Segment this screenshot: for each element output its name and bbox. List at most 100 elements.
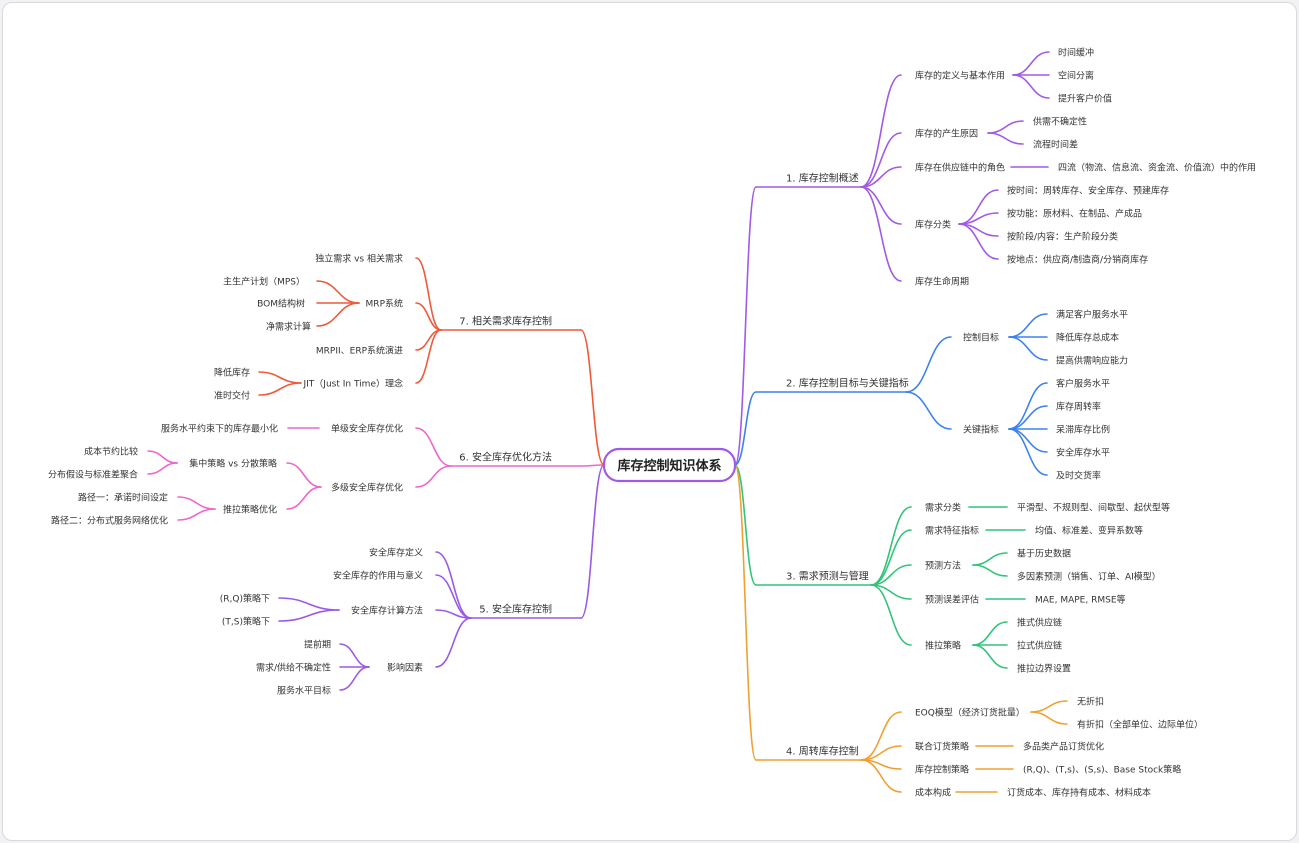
- edge-branch-2-child-1: [905, 336, 952, 393]
- branch-3-child-5-leaf-1[interactable]: 推式供应链: [1017, 617, 1062, 629]
- mindmap-edges: [147, 51, 1068, 793]
- branch-2-child-1-leaf-3[interactable]: 提高供需响应能力: [1056, 355, 1128, 367]
- branch-1-label[interactable]: 1. 库存控制概述: [786, 172, 859, 185]
- branch-2-child-1-label[interactable]: 控制目标: [963, 332, 999, 344]
- edge-branch-1-child-5: [860, 186, 902, 282]
- branch-5-label[interactable]: 5. 安全库存控制: [479, 603, 552, 616]
- branch-5-child-4-edge-3: [339, 666, 370, 691]
- branch-6-child-2-label[interactable]: 多级安全库存优化: [331, 482, 403, 494]
- branch-4-child-3-label[interactable]: 库存控制策略: [915, 764, 969, 776]
- branch-3-child-5-leaf-2[interactable]: 拉式供应链: [1017, 640, 1062, 652]
- branch-6-child-2-sub-1-leaf-2[interactable]: 分布假设与标准差聚合: [48, 469, 138, 481]
- branch-5-child-4-leaf-1[interactable]: 提前期: [304, 639, 331, 651]
- branch-1-child-4-leaf-4[interactable]: 按地点：供应商/制造商/分销商库存: [1007, 254, 1148, 266]
- branch-4-child-3-leaf-1[interactable]: (R,Q)、(T,s)、(S,s)、Base Stock策略: [1023, 764, 1181, 776]
- branch-5-child-3-label[interactable]: 安全库存计算方法: [351, 605, 423, 617]
- branch-3-child-3-label[interactable]: 预测方法: [925, 560, 961, 572]
- branch-6-child-2-sub-2-leaf-2[interactable]: 路径二：分布式服务网络优化: [51, 515, 168, 527]
- branch-2-label[interactable]: 2. 库存控制目标与关键指标: [786, 377, 909, 390]
- branch-1-child-4-leaf-3[interactable]: 按阶段/内容：生产阶段分类: [1007, 231, 1118, 243]
- branch-1-child-3-leaf-1[interactable]: 四流（物流、信息流、资金流、价值流）中的作用: [1058, 162, 1256, 174]
- branch-3-child-2-leaf-1[interactable]: 均值、标准差、变异系数等: [1035, 525, 1143, 537]
- branch-6-child-2-sub-1-edge: [286, 462, 322, 488]
- branch-2-child-2-leaf-1[interactable]: 客户服务水平: [1056, 378, 1110, 390]
- branch-1-child-4-leaf-1[interactable]: 按时间：周转库存、安全库存、预建库存: [1007, 185, 1169, 197]
- edge-branch-7-child-2: [415, 302, 442, 331]
- branch-2-child-2-leaf-4[interactable]: 安全库存水平: [1056, 447, 1110, 459]
- branch-2-child-2-leaf-3[interactable]: 呆滞库存比例: [1056, 424, 1110, 436]
- branch-6-child-2-sub-2-leaf-1[interactable]: 路径一：承诺时间设定: [78, 492, 168, 504]
- branch-3-child-5-leaf-3[interactable]: 推拉边界设置: [1017, 663, 1071, 675]
- branch-2-child-1-leaf-2[interactable]: 降低库存总成本: [1056, 332, 1119, 344]
- edge-center-branch-7: [580, 329, 605, 466]
- center-node-box[interactable]: [602, 447, 737, 483]
- branch-6-child-2-sub-2-label[interactable]: 推拉策略优化: [223, 504, 277, 516]
- branch-5-child-1-label[interactable]: 安全库存定义: [369, 547, 423, 559]
- branch-4-child-4-leaf-1[interactable]: 订货成本、库存持有成本、材料成本: [1007, 787, 1151, 799]
- branch-3-child-1-label[interactable]: 需求分类: [925, 502, 961, 514]
- branch-4-child-2-label[interactable]: 联合订货策略: [915, 741, 969, 753]
- branch-1-child-4-label[interactable]: 库存分类: [915, 219, 951, 231]
- branch-2-child-2-leaf-2[interactable]: 库存周转率: [1056, 401, 1101, 413]
- branch-7-child-4-label[interactable]: JIT（Just In Time）理念: [303, 378, 404, 390]
- branch-1-child-1-edge-3: [1012, 74, 1050, 99]
- branch-1-child-1-leaf-1[interactable]: 时间缓冲: [1058, 47, 1094, 59]
- branch-4-child-4-label[interactable]: 成本构成: [915, 787, 951, 799]
- branch-7-child-2-leaf-2[interactable]: BOM结构树: [257, 298, 305, 310]
- branch-3-child-3-edge-2: [972, 564, 1008, 577]
- branch-3-child-4-leaf-1[interactable]: MAE, MAPE, RMSE等: [1035, 594, 1126, 606]
- branch-6-child-2-sub-1-label[interactable]: 集中策略 vs 分散策略: [189, 458, 277, 470]
- branch-5-child-3-leaf-2[interactable]: (T,S)策略下: [222, 616, 270, 628]
- branch-5-child-4-leaf-2[interactable]: 需求/供给不确定性: [256, 662, 331, 674]
- branch-2-child-2-edge-2: [1008, 405, 1048, 430]
- branch-1-child-1-leaf-3[interactable]: 提升客户价值: [1058, 93, 1112, 105]
- branch-1-child-2-edge-2: [987, 132, 1024, 145]
- branch-4-child-1-leaf-2[interactable]: 有折扣（全部单位、边际单位）: [1077, 719, 1203, 731]
- branch-4-child-1-edge-2: [1030, 711, 1068, 725]
- branch-2-child-2-leaf-5[interactable]: 及时交货率: [1056, 470, 1101, 482]
- branch-1-child-4-leaf-2[interactable]: 按功能：原材料、在制品、产成品: [1007, 208, 1142, 220]
- branch-3-child-4-label[interactable]: 预测误差评估: [925, 594, 979, 606]
- branch-5-child-4-leaf-3[interactable]: 服务水平目标: [277, 685, 331, 697]
- branch-7-child-2-leaf-3[interactable]: 净需求计算: [266, 321, 311, 333]
- branch-1-child-5-label[interactable]: 库存生命周期: [915, 276, 969, 288]
- branch-3-label[interactable]: 3. 需求预测与管理: [786, 570, 869, 583]
- edge-center-branch-2: [734, 391, 757, 466]
- branch-4-child-1-label[interactable]: EOQ模型（经济订货批量）: [915, 707, 1025, 719]
- branch-7-child-4-leaf-1[interactable]: 降低库存: [214, 367, 250, 379]
- branch-6-child-1-label[interactable]: 单级安全库存优化: [331, 423, 403, 435]
- branch-5-child-2-label[interactable]: 安全库存的作用与意义: [333, 570, 423, 582]
- branch-3-child-3-leaf-2[interactable]: 多因素预测（销售、订单、AI模型）: [1017, 571, 1161, 583]
- branch-5-child-4-label[interactable]: 影响因素: [387, 662, 423, 674]
- edge-center-branch-6: [580, 464, 605, 467]
- branch-1-child-3-label[interactable]: 库存在供应链中的角色: [915, 162, 1005, 174]
- branch-7-child-3-label[interactable]: MRPII、ERP系统演进: [316, 345, 403, 357]
- branch-5-child-3-leaf-1[interactable]: (R,Q)策略下: [220, 593, 270, 605]
- branch-4-child-1-leaf-1[interactable]: 无折扣: [1077, 696, 1104, 708]
- branch-1-child-2-label[interactable]: 库存的产生原因: [915, 128, 978, 140]
- branch-6-label[interactable]: 6. 安全库存优化方法: [459, 451, 552, 464]
- branch-1-child-2-leaf-2[interactable]: 流程时间差: [1033, 139, 1078, 151]
- branch-3-child-5-label[interactable]: 推拉策略: [925, 640, 961, 652]
- branch-7-child-4-leaf-2[interactable]: 准时交付: [214, 390, 250, 402]
- branch-1-child-1-label[interactable]: 库存的定义与基本作用: [915, 70, 1005, 82]
- branch-4-child-2-leaf-1[interactable]: 多品类产品订货优化: [1023, 741, 1104, 753]
- branch-2-child-1-leaf-1[interactable]: 满足客户服务水平: [1056, 309, 1128, 321]
- branch-3-child-1-leaf-1[interactable]: 平滑型、不规则型、间歇型、起伏型等: [1017, 502, 1170, 514]
- branch-6-child-1-leaf-1[interactable]: 服务水平约束下的库存最小化: [161, 423, 278, 435]
- branch-7-child-2-leaf-1[interactable]: 主生产计划（MPS）: [223, 276, 305, 288]
- edge-branch-1-child-4: [860, 186, 902, 225]
- branch-7-child-2-label[interactable]: MRP系统: [366, 298, 403, 310]
- branch-7-child-1-label[interactable]: 独立需求 vs 相关需求: [315, 253, 403, 265]
- branch-3-child-3-leaf-1[interactable]: 基于历史数据: [1017, 548, 1071, 560]
- branch-2-child-2-label[interactable]: 关键指标: [963, 424, 999, 436]
- edge-branch-6-child-2: [415, 465, 452, 488]
- branch-7-label[interactable]: 7. 相关需求库存控制: [459, 315, 552, 328]
- branch-6-child-2-sub-1-edge-1: [147, 450, 178, 464]
- branch-3-child-2-label[interactable]: 需求特征指标: [925, 525, 979, 537]
- branch-7-child-4-edge-1: [258, 371, 302, 384]
- branch-1-child-1-leaf-2[interactable]: 空间分离: [1058, 70, 1094, 82]
- branch-4-label[interactable]: 4. 周转库存控制: [786, 745, 859, 758]
- branch-6-child-2-sub-1-leaf-1[interactable]: 成本节约比较: [84, 446, 138, 458]
- branch-1-child-2-leaf-1[interactable]: 供需不确定性: [1033, 116, 1087, 128]
